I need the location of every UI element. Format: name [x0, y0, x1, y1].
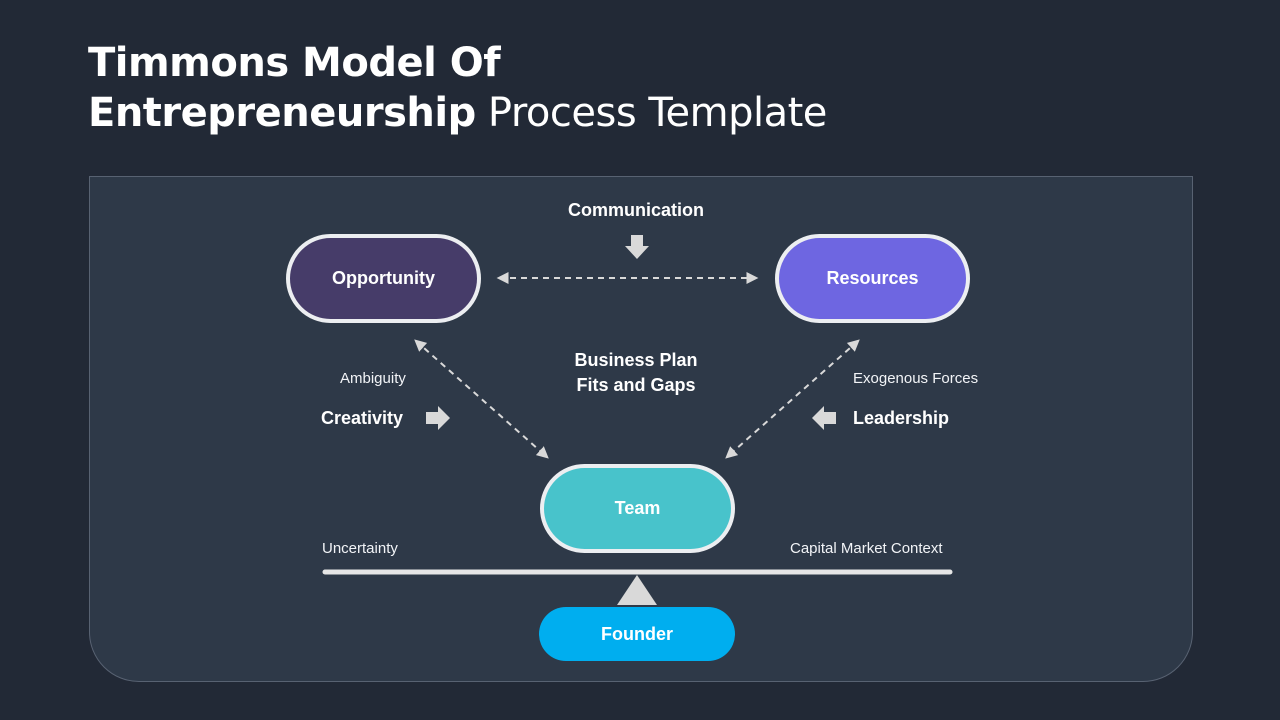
- arrow-left-icon: [812, 406, 836, 430]
- arrow-right-icon: [426, 406, 450, 430]
- resources-label: Resources: [826, 268, 919, 288]
- opportunity-label: Opportunity: [332, 268, 435, 288]
- ambiguity-label: Ambiguity: [340, 370, 406, 387]
- creativity-label: Creativity: [321, 408, 404, 428]
- uncertainty-label: Uncertainty: [322, 540, 398, 557]
- resources-team-connector: [725, 339, 860, 459]
- business-plan-line1: Business Plan: [574, 350, 698, 370]
- business-plan-line2: Fits and Gaps: [576, 375, 696, 395]
- opportunity-node: Opportunity: [286, 234, 481, 323]
- title-line2-bold: Entrepreneurship: [88, 90, 476, 136]
- team-node: Team: [540, 464, 735, 553]
- founder-node: Founder: [539, 607, 735, 661]
- opportunity-team-connector: [414, 339, 549, 459]
- fulcrum-triangle-icon: [617, 575, 657, 605]
- leadership-label: Leadership: [853, 408, 950, 428]
- resources-node: Resources: [775, 234, 970, 323]
- founder-label: Founder: [601, 623, 673, 644]
- exogenous-forces-label: Exogenous Forces: [853, 370, 979, 387]
- arrow-down-icon: [625, 235, 649, 259]
- capital-market-context-label: Capital Market Context: [790, 540, 943, 557]
- title-line1: Timmons Model Of: [88, 40, 501, 86]
- communication-label: Communication: [567, 200, 704, 220]
- title-line2-light: Process Template: [475, 90, 827, 136]
- team-label: Team: [614, 498, 661, 518]
